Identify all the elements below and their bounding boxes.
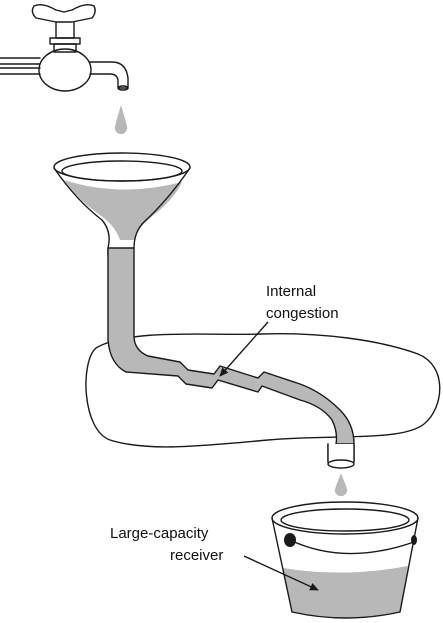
internal-congestion-label-line1: Internal [266, 283, 316, 300]
receiver-label-line2: receiver [170, 547, 223, 564]
water-drop-2 [334, 473, 348, 497]
faucet-icon [0, 3, 129, 92]
internal-congestion-arrow [219, 321, 269, 377]
water-drop-1 [114, 105, 128, 135]
internal-congestion-label-line2: congestion [266, 305, 339, 322]
pipe [107, 247, 355, 445]
pipe-outlet [327, 443, 355, 469]
bucket [271, 501, 419, 619]
funnel [53, 152, 191, 257]
receiver-label-line1: Large-capacity [110, 525, 209, 542]
receiver-arrow [243, 555, 319, 591]
network-blob [85, 333, 441, 448]
